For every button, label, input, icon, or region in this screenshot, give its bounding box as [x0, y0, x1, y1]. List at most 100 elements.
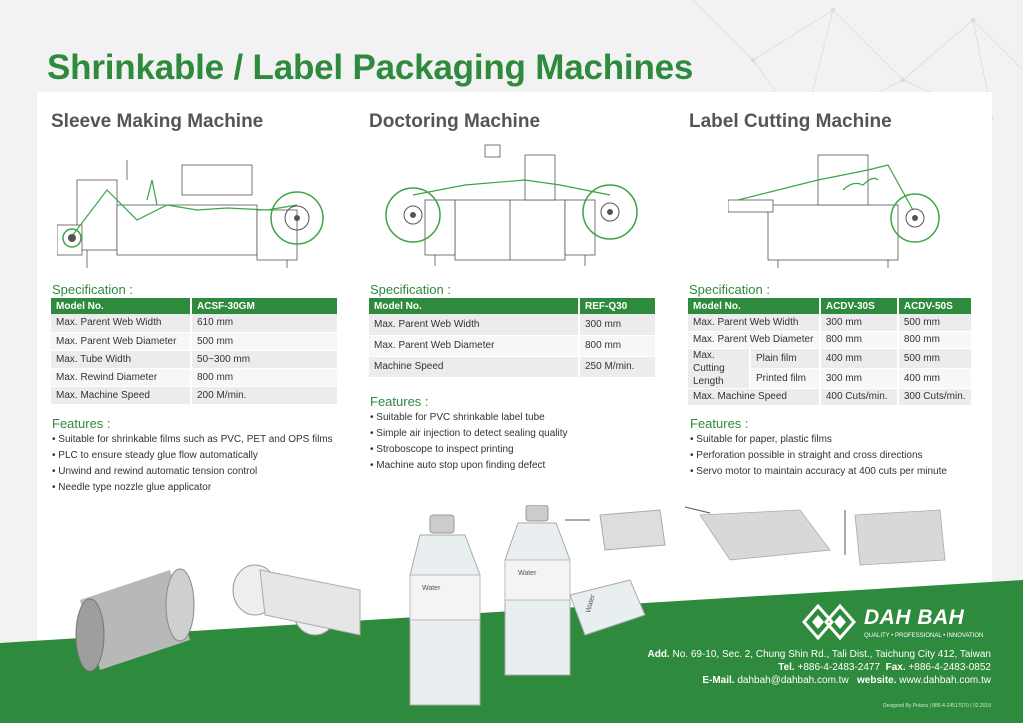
spec-value: 300 mm	[819, 368, 899, 389]
spec-value: 800 mm	[579, 335, 657, 357]
spec-header-model-value: ACDV-50S	[897, 298, 974, 314]
address-value: No. 69-10, Sec. 2, Chung Shin Rd., Tali …	[672, 649, 991, 660]
machine-title-doctoring: Doctoring Machine	[369, 111, 541, 132]
spec-value: 610 mm	[191, 314, 339, 333]
features-list-sleeve: Suitable for shrinkable films such as PV…	[52, 432, 333, 496]
spec-label: Max. Rewind Diameter	[51, 368, 192, 387]
spec-label: Max. Parent Web Diameter	[51, 332, 192, 351]
spec-header-model: Model No.	[688, 298, 821, 314]
doctoring-machine-drawing	[385, 144, 638, 266]
spec-label: Max. Tube Width	[51, 350, 192, 369]
spec-title-doctoring: Specification :	[370, 282, 451, 297]
website-label: website.	[857, 675, 897, 686]
features-title-cutting: Features :	[690, 416, 749, 431]
page-title: Shrinkable / Label Packaging Machines	[47, 48, 694, 87]
spec-sublabel: Plain film	[750, 348, 821, 369]
spec-header-model: Model No.	[369, 298, 580, 314]
spec-header-model-value: ACSF-30GM	[191, 298, 339, 314]
features-title-doctoring: Features :	[370, 394, 429, 409]
email-label: E-Mail.	[702, 675, 735, 686]
spec-value: 800 mm	[897, 331, 974, 349]
spec-value: 500 mm	[191, 332, 339, 351]
list-item: Unwind and rewind automatic tension cont…	[52, 464, 333, 480]
spec-value: 200 M/min.	[191, 386, 339, 405]
fax-value: +886-4-2483-0852	[908, 662, 991, 673]
spec-value: 300 mm	[819, 314, 899, 332]
phone-line: Tel. +886-4-2483-2477 Fax. +886-4-2483-0…	[647, 661, 991, 674]
list-item: Needle type nozzle glue applicator	[52, 480, 333, 496]
list-item: Suitable for paper, plastic films	[690, 432, 947, 448]
address-line: Add. No. 69-10, Sec. 2, Chung Shin Rd., …	[647, 648, 991, 661]
list-item: PLC to ensure steady glue flow automatic…	[52, 448, 333, 464]
cutting-machine-drawing	[728, 154, 940, 268]
spec-header-model: Model No.	[51, 298, 192, 314]
features-list-cutting: Suitable for paper, plastic films Perfor…	[690, 432, 947, 480]
spec-label: Machine Speed	[369, 356, 580, 378]
company-name: DAH BAH	[864, 606, 965, 629]
spec-value: 300 mm	[579, 314, 657, 336]
spec-value: 500 mm	[897, 348, 974, 369]
spec-title-sleeve: Specification :	[52, 282, 133, 297]
spec-table-sleeve: Model No. ACSF-30GM Max. Parent Web Widt…	[51, 298, 339, 405]
spec-value: 800 mm	[819, 331, 899, 349]
email-link[interactable]: dahbah@dahbah.com.tw	[737, 675, 849, 686]
list-item: Suitable for shrinkable films such as PV…	[52, 432, 332, 448]
bottle-label-text: Water	[518, 570, 537, 577]
spec-label: Max. Parent Web Diameter	[369, 335, 580, 357]
spec-value: 400 Cuts/min.	[819, 388, 899, 406]
spec-label: Max. Parent Web Diameter	[688, 331, 821, 349]
spec-label: Max. Machine Speed	[51, 386, 192, 405]
spec-value: 50~300 mm	[191, 350, 339, 369]
spec-sublabel: Printed film	[750, 368, 821, 389]
sleeve-machine-drawing	[57, 160, 324, 268]
bottle-label-text: Water	[422, 585, 441, 592]
spec-value: 500 mm	[897, 314, 974, 332]
spec-table-cutting: Model No. ACDV-30S ACDV-50S Max. Parent …	[688, 298, 974, 406]
spec-value: 800 mm	[191, 368, 339, 387]
spec-label: Max. Cutting Length	[688, 348, 751, 389]
design-credit: Designed By Polaris | 886-4-24517070 | 0…	[883, 703, 991, 709]
features-title-sleeve: Features :	[52, 416, 111, 431]
spec-label: Max. Parent Web Width	[688, 314, 821, 332]
tel-label: Tel.	[778, 662, 795, 673]
tel-value: +886-4-2483-2477	[797, 662, 881, 673]
spec-label: Max. Machine Speed	[688, 388, 821, 406]
address-label: Add.	[647, 649, 670, 660]
spec-header-model-value: ACDV-30S	[819, 298, 899, 314]
spec-label: Max. Parent Web Width	[51, 314, 192, 333]
website-link[interactable]: www.dahbah.com.tw	[899, 675, 991, 686]
spec-value: 250 M/min.	[579, 356, 657, 378]
list-item: Stroboscope to inspect printing	[370, 442, 568, 458]
list-item: Machine auto stop upon finding defect	[370, 458, 568, 474]
contact-info: Add. No. 69-10, Sec. 2, Chung Shin Rd., …	[647, 648, 991, 687]
packaging-products-illustration: Water Water Water	[75, 505, 666, 706]
list-item: Simple air injection to detect sealing q…	[370, 426, 567, 442]
list-item: Perforation possible in straight and cro…	[690, 448, 947, 464]
spec-value: 400 mm	[819, 348, 899, 369]
machine-title-sleeve: Sleeve Making Machine	[51, 111, 264, 132]
email-line: E-Mail. dahbah@dahbah.com.tw website. ww…	[647, 674, 991, 687]
dah-bah-logo-icon	[802, 604, 856, 640]
bottle-label-text: Water	[585, 593, 597, 613]
cut-labels-illustration	[684, 506, 946, 566]
machine-title-cutting: Label Cutting Machine	[689, 111, 892, 132]
spec-label: Max. Parent Web Width	[369, 314, 580, 336]
company-logo: DAH BAH QUALITY • PROFESSIONAL • INNOVAT…	[800, 604, 983, 640]
company-tagline: QUALITY • PROFESSIONAL • INNOVATION	[864, 633, 984, 639]
features-list-doctoring: Suitable for PVC shrinkable label tube S…	[370, 410, 568, 474]
spec-value: 400 mm	[897, 368, 974, 389]
